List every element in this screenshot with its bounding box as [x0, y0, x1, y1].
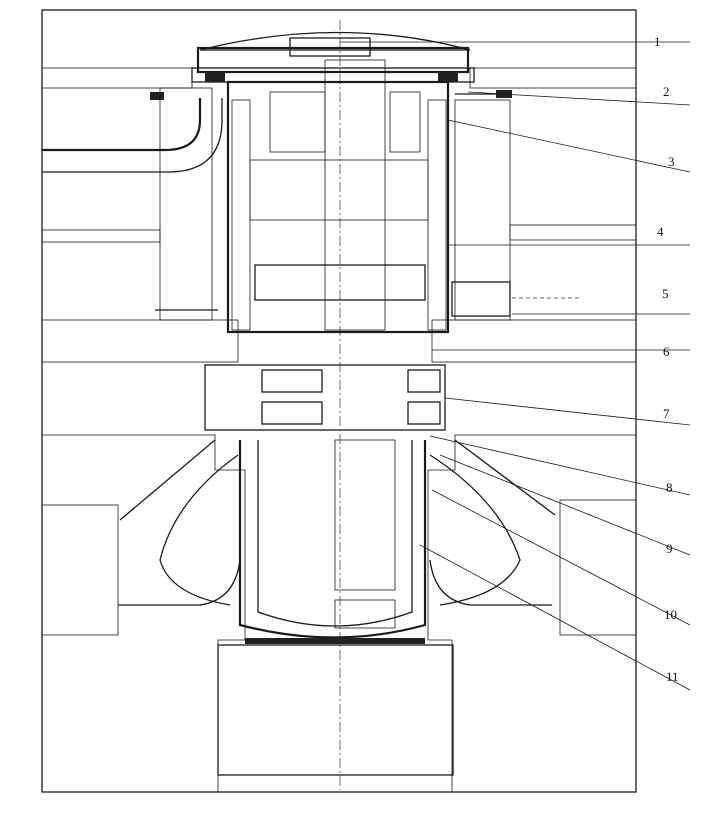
flange-bolt-left [205, 72, 225, 82]
upper-tube-set [269, 91, 326, 153]
concrete-wall-right [454, 99, 511, 321]
cavity-left-lower [41, 504, 119, 636]
concrete-upper-right [469, 67, 637, 89]
inlet-pipe-left-inner [42, 98, 223, 173]
callout-labels: 1 2 3 4 5 6 7 8 9 10 11 [654, 34, 679, 684]
leader-2 [467, 91, 691, 106]
drain-pipe-left [118, 559, 241, 606]
top-plug [191, 31, 475, 83]
callout-10: 10 [664, 607, 677, 622]
callout-3: 3 [668, 154, 675, 169]
heat-exchanger-box [451, 281, 511, 317]
concrete-left-band [41, 229, 161, 243]
concrete-wall-left [159, 87, 213, 321]
leader-9 [439, 454, 691, 556]
callout-5: 5 [662, 286, 669, 301]
inlet-pipe-left [42, 98, 202, 152]
concrete-slab-left [41, 319, 239, 363]
pipe-flange-left [150, 92, 164, 100]
shield-left [231, 99, 251, 331]
dome-cover [199, 31, 471, 51]
callout-2: 2 [663, 84, 670, 99]
rotating-plug [196, 46, 470, 74]
support-skirt-right [429, 454, 521, 606]
leader-10 [431, 489, 691, 626]
outer-frame [41, 9, 637, 793]
callout-7: 7 [663, 406, 670, 421]
strut-right [454, 439, 556, 516]
callout-6: 6 [663, 344, 670, 359]
callout-1: 1 [654, 34, 661, 49]
callout-11: 11 [666, 669, 679, 684]
guard-vessel [238, 440, 427, 639]
core-support-zone [334, 599, 396, 629]
callout-9: 9 [666, 541, 673, 556]
flange-bolt-right [438, 72, 458, 82]
concrete-structure [41, 9, 637, 793]
callout-8: 8 [666, 480, 673, 495]
top-mechanism [289, 37, 371, 57]
control-rod-drive-bundle [324, 59, 386, 331]
upper-internals [226, 59, 450, 334]
concrete-slab-right [431, 319, 637, 363]
piping [42, 90, 580, 317]
core-assemblies [334, 439, 396, 591]
leader-lines [340, 41, 691, 691]
leader-7 [444, 397, 691, 426]
cavity-right-lower [559, 499, 637, 636]
vessel-upper-wall [226, 80, 450, 334]
callout-4: 4 [657, 224, 664, 239]
strut-left [119, 439, 216, 521]
concrete-right-band [509, 224, 637, 241]
reactor-vessel [118, 364, 556, 644]
internals-block [254, 264, 426, 301]
concrete-lower-left [41, 434, 246, 793]
drain-pipe-right [429, 559, 552, 606]
support-box-right-2 [407, 401, 441, 425]
support-box-right [407, 369, 441, 393]
upper-tube-set-right [389, 91, 421, 153]
concrete-upper-left [41, 67, 193, 89]
vessel-bottom-plate [245, 638, 425, 644]
leader-3 [447, 119, 691, 173]
support-box-left [261, 369, 323, 393]
leader-11 [419, 544, 691, 691]
top-flange [191, 67, 475, 83]
support-box-left-2 [261, 401, 323, 425]
shield-right [427, 99, 447, 331]
support-ring [204, 364, 446, 431]
support-skirt-left [159, 454, 239, 606]
concrete-lower-right [427, 434, 637, 793]
grid-structure [249, 159, 429, 221]
base-block [217, 644, 454, 776]
leader-8 [429, 435, 691, 496]
